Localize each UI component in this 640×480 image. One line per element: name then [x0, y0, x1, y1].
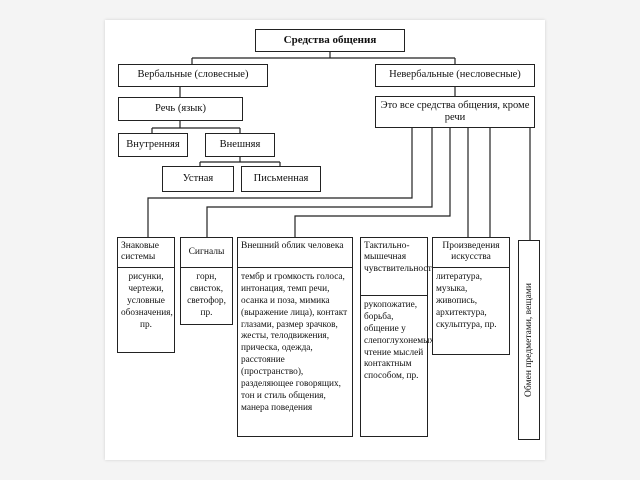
written-speech-box: Письменная [241, 166, 321, 192]
tactile-heading: Тактильно-мышечная чувствительность [361, 238, 436, 296]
speech-label: Речь (язык) [155, 102, 206, 114]
appearance-examples: тембр и громкость голоса, интонация, тем… [241, 272, 348, 413]
art-column: Произведения искусства литература, музык… [432, 237, 510, 355]
tactile-examples: рукопожатие, борьба, общение у слепоглух… [364, 300, 437, 382]
nonverbal-desc-label: Это все средства общения, кроме речи [380, 99, 530, 123]
verbal-box: Вербальные (словесные) [118, 64, 268, 87]
internal-speech-label: Внутренняя [126, 138, 180, 150]
oral-speech-box: Устная [162, 166, 234, 192]
external-speech-label: Внешняя [219, 138, 261, 150]
tactile-column: Тактильно-мышечная чувствительность руко… [360, 237, 437, 437]
art-heading: Произведения искусства [433, 238, 509, 268]
internal-speech-box: Внутренняя [118, 133, 188, 157]
appearance-heading: Внешний облик человека [238, 238, 352, 268]
external-speech-box: Внешняя [205, 133, 275, 157]
signals-column: Сигналы горн, свисток, светофор, пр. [180, 237, 233, 325]
sign-systems-examples: рисунки, чертежи, условные обозначения, … [121, 272, 173, 330]
speech-box: Речь (язык) [118, 97, 243, 121]
nonverbal-desc-box: Это все средства общения, кроме речи [375, 96, 535, 128]
verbal-label: Вербальные (словесные) [137, 69, 249, 81]
art-examples: литература, музыка, живопись, архитектур… [436, 272, 497, 330]
sign-systems-heading: Знаковые системы [118, 238, 174, 268]
signals-examples: горн, свисток, светофор, пр. [187, 272, 226, 318]
sign-systems-column: Знаковые системы рисунки, чертежи, услов… [117, 237, 175, 353]
root-label: Средства общения [283, 34, 377, 47]
exchange-column: Обмен предметами, вещами [518, 240, 540, 440]
root-box: Средства общения [255, 29, 405, 52]
written-speech-label: Письменная [253, 172, 309, 184]
appearance-column: Внешний облик человека тембр и громкость… [237, 237, 353, 437]
nonverbal-box: Невербальные (несловесные) [375, 64, 535, 87]
nonverbal-label: Невербальные (несловесные) [389, 69, 521, 81]
oral-speech-label: Устная [182, 172, 214, 184]
signals-heading: Сигналы [181, 238, 232, 268]
exchange-label: Обмен предметами, вещами [524, 283, 534, 397]
